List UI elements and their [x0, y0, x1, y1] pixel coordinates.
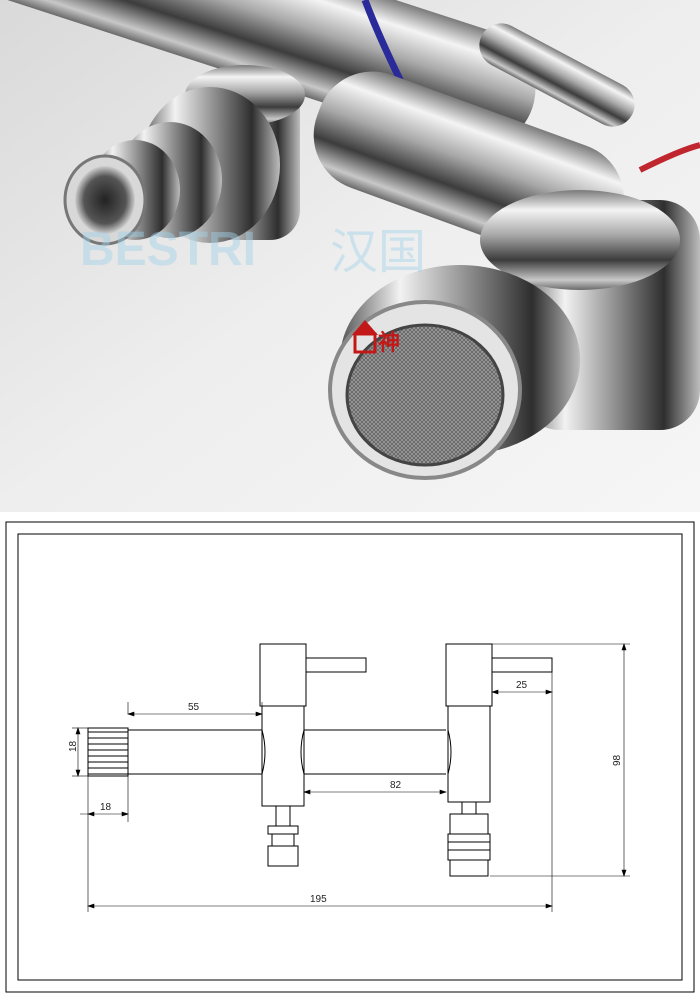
- dimension-18-width: 18: [100, 802, 112, 813]
- inner-frame: [17, 533, 683, 981]
- dimension-195: 195: [310, 894, 327, 905]
- outer-frame: [5, 521, 695, 993]
- watermark-brand: BESTRI: [80, 223, 256, 276]
- technical-drawing: 55 25 18 82 98 18 195: [5, 521, 695, 993]
- dimension-55: 55: [188, 702, 200, 713]
- product-photo: BESTRI 汉国 神: [0, 0, 700, 512]
- dimension-18-height: 18: [68, 740, 79, 752]
- dimension-25: 25: [516, 680, 528, 691]
- dimension-82: 82: [390, 780, 402, 791]
- watermark-cjk: 汉国: [330, 224, 426, 280]
- dimension-98: 98: [612, 754, 623, 766]
- logo-text: 神: [378, 330, 400, 356]
- brand-logo: 神: [352, 320, 400, 356]
- faucet-outline: [87, 643, 553, 877]
